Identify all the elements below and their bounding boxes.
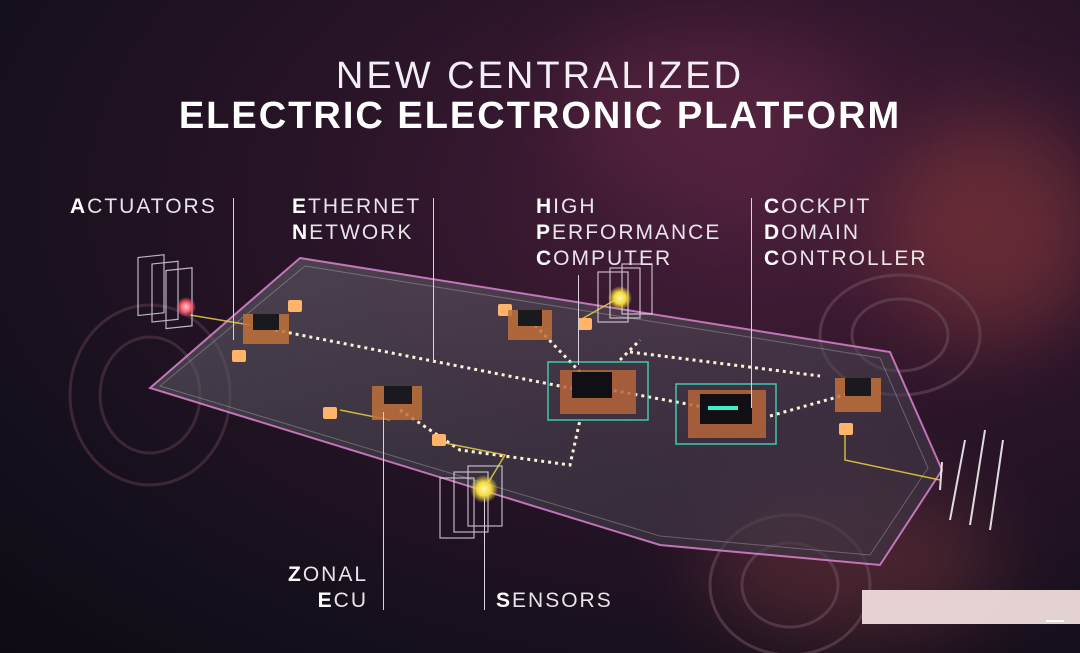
label-hpc-line-3: COMPUTER [536, 247, 673, 270]
sensor-panes [439, 465, 503, 539]
label-hpc-line-1: HIGH [536, 195, 597, 218]
actuator-panes [137, 254, 193, 330]
zonal-chip-2 [508, 310, 552, 340]
label-cockpit-line-1: COCKPIT [764, 195, 872, 218]
title-line-1: NEW CENTRALIZED [335, 55, 745, 97]
label-cockpit-line-3: CONTROLLER [764, 247, 928, 270]
label-cockpit-line-2: DOMAIN [764, 221, 861, 244]
leader-line-cockpit [751, 198, 752, 408]
hpc-sensor-light [608, 286, 632, 310]
platform-inner [158, 265, 929, 556]
connector-pads [232, 300, 853, 446]
rear-panels [939, 429, 1004, 531]
zonal-chip-4 [835, 378, 881, 412]
label-ethernet-line-2: NETWORK [292, 221, 414, 244]
actuator-indicator [176, 297, 196, 317]
hpc-chip [547, 361, 649, 421]
label-ethernet-network: ETHERNET NETWORK [292, 194, 421, 246]
label-sensors-line-1: SENSORS [496, 589, 613, 612]
label-zonal-line-1: ZONAL [287, 563, 368, 586]
signal-lines [189, 299, 941, 489]
label-sensors: SENSORS [496, 588, 613, 614]
label-actuators: ACTUATORS [70, 194, 217, 220]
zonal-chip-3 [372, 386, 422, 420]
watermark-box [862, 590, 1080, 624]
label-hpc: HIGH PERFORMANCE COMPUTER [536, 194, 721, 272]
title-line-2: ELECTRIC ELECTRONIC PLATFORM [178, 95, 902, 137]
ethernet-lines [274, 318, 856, 467]
label-hpc-line-2: PERFORMANCE [536, 221, 722, 244]
label-zonal-ecu: ZONAL ECU [284, 562, 368, 614]
sensor-light [470, 475, 498, 503]
label-cockpit: COCKPIT DOMAIN CONTROLLER [764, 194, 928, 272]
leader-line-hpc [578, 275, 579, 365]
leader-line-actuators [233, 198, 234, 340]
label-ethernet-line-1: ETHERNET [292, 195, 422, 218]
platform-base [147, 256, 944, 567]
watermark-dash [1046, 620, 1064, 622]
label-actuators-line-1: ACTUATORS [70, 195, 217, 218]
leader-line-sensors [484, 498, 485, 610]
leader-line-zonal [383, 412, 384, 610]
leader-line-ethernet [433, 198, 434, 363]
label-zonal-line-2: ECU [317, 589, 368, 612]
zonal-chip-1 [243, 314, 289, 344]
cockpit-chip [675, 383, 777, 445]
page-title: NEW CENTRALIZED ELECTRIC ELECTRONIC PLAT… [0, 56, 1080, 136]
